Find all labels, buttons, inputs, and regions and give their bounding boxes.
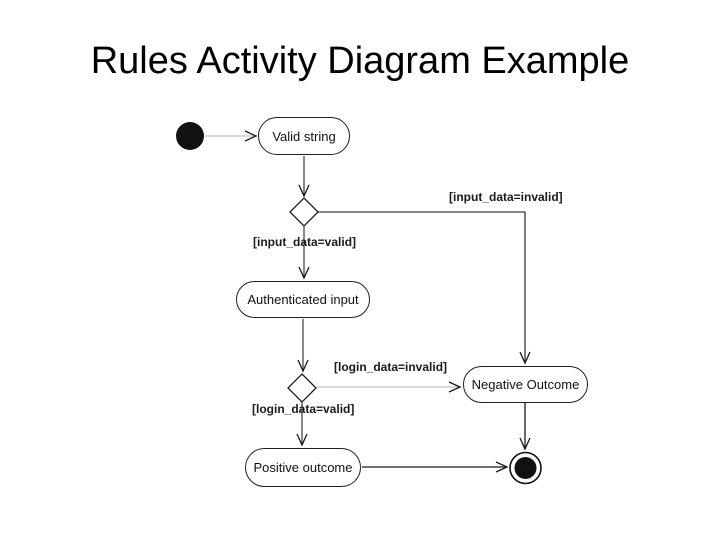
edge-decision-input-to-negative-outcome	[318, 211, 531, 365]
action-node-authenticated-input: Authenticated input	[236, 281, 370, 318]
action-node-negative-outcome: Negative Outcome	[463, 366, 588, 403]
action-node-label: Negative Outcome	[471, 377, 580, 392]
initial-node	[176, 122, 204, 150]
guard-label-login-data-invalid: [login_data=invalid]	[334, 360, 448, 374]
guard-label-input-data-valid: [input_data=valid]	[253, 235, 357, 249]
action-node-label: Authenticated input	[247, 292, 359, 307]
decision-login-diamond	[287, 373, 317, 403]
action-node-label: Valid string	[272, 128, 336, 144]
action-node-positive-outcome: Positive outcome	[245, 448, 361, 487]
guard-label-login-data-valid: [login_data=valid]	[252, 402, 355, 416]
slide-title: Rules Activity Diagram Example	[90, 40, 630, 82]
action-node-label: Positive outcome	[253, 460, 353, 475]
decision-input-diamond	[289, 197, 319, 227]
guard-label-input-data-invalid: [input_data=invalid]	[449, 190, 563, 204]
action-node-valid-string: Valid string	[258, 117, 350, 155]
final-node-core	[514, 457, 537, 479]
